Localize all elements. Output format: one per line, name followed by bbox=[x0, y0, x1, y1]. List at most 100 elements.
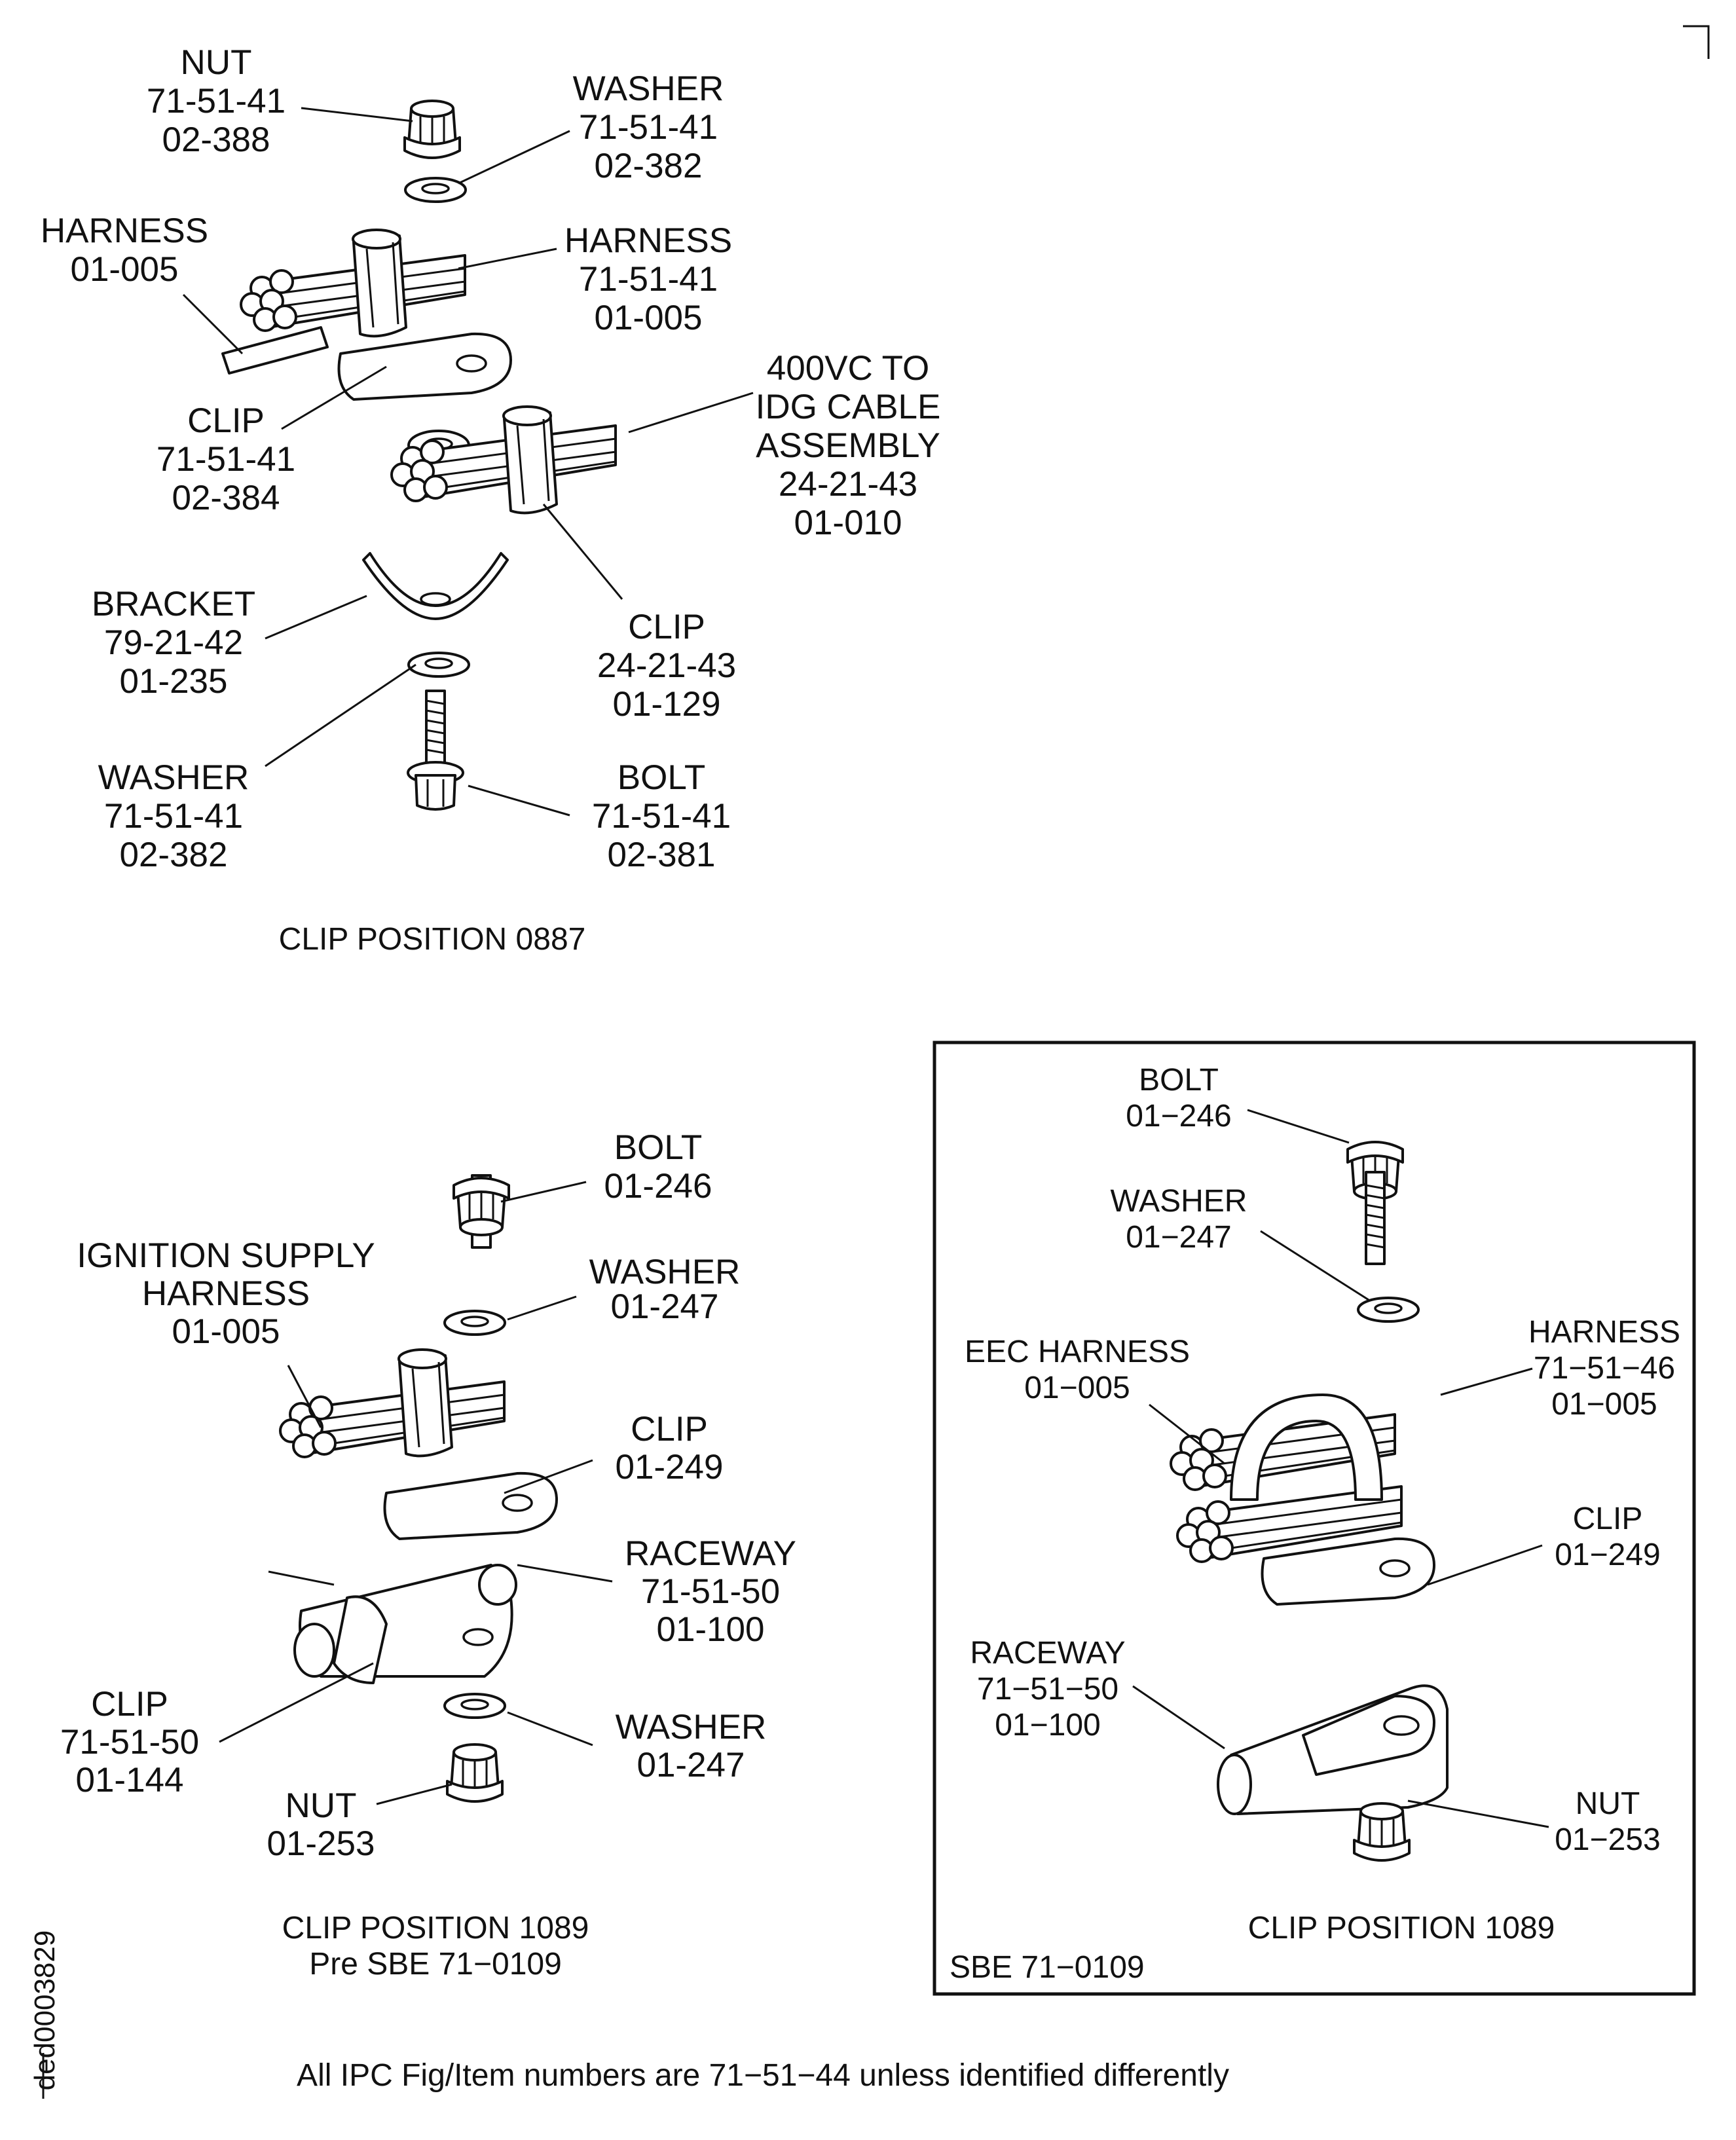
washer-part-box bbox=[1357, 1297, 1420, 1323]
leader-lines-middle bbox=[219, 1181, 613, 1805]
clip-left-label: CLIP bbox=[187, 401, 265, 440]
corner-mark-top-right bbox=[1683, 25, 1710, 59]
cable-assembly-clip bbox=[390, 405, 617, 515]
nut-item: 02-388 bbox=[162, 120, 270, 159]
raceway-box-ref: 71−51−50 bbox=[977, 1672, 1118, 1706]
clip-middle-1-label: CLIP bbox=[631, 1410, 708, 1448]
raceway-middle-item: 01-100 bbox=[656, 1610, 764, 1649]
harness-right-item: 01-005 bbox=[594, 299, 702, 337]
raceway-middle-label: RACEWAY bbox=[625, 1534, 796, 1573]
raceway-box-label: RACEWAY bbox=[970, 1636, 1125, 1670]
caption-0887: CLIP POSITION 0887 bbox=[279, 922, 586, 957]
nut-ref: 71-51-41 bbox=[147, 82, 286, 120]
bolt-label: BOLT bbox=[618, 758, 706, 797]
clip-right-label: CLIP bbox=[628, 608, 705, 646]
bolt-middle-item: 01-246 bbox=[604, 1167, 712, 1206]
bracket-item: 01-235 bbox=[119, 662, 227, 701]
bolt-box-item: 01−246 bbox=[1126, 1099, 1232, 1134]
leader-lines-top bbox=[182, 107, 754, 817]
washer-top-ref: 71-51-41 bbox=[579, 108, 718, 147]
bracket-ref: 79-21-42 bbox=[104, 623, 243, 662]
ignition-label-line2: HARNESS bbox=[142, 1274, 310, 1313]
harness-right-label: HARNESS bbox=[564, 221, 732, 260]
washer-bottom-item: 02-382 bbox=[119, 836, 227, 874]
sbe-tag: SBE 71−0109 bbox=[950, 1950, 1145, 1985]
bolt-middle-label: BOLT bbox=[614, 1128, 703, 1167]
harness-left-item: 01-005 bbox=[70, 250, 178, 289]
nut-middle-label: NUT bbox=[286, 1786, 357, 1825]
washer-part-bottom bbox=[407, 652, 470, 678]
clip-middle-1-item: 01-249 bbox=[615, 1448, 723, 1486]
harness-box-label: HARNESS bbox=[1528, 1315, 1680, 1350]
harness-stub-left bbox=[221, 326, 329, 375]
nut-part bbox=[403, 100, 461, 159]
bolt-ref: 71-51-41 bbox=[592, 797, 731, 836]
nut-part-box bbox=[1353, 1802, 1411, 1862]
eec-harness-clip-box bbox=[1170, 1393, 1435, 1606]
drawing-id: ded0003829 bbox=[29, 1930, 61, 2091]
clip-right-ref: 24-21-43 bbox=[597, 646, 736, 685]
caption-1089-box: CLIP POSITION 1089 bbox=[1248, 1911, 1555, 1946]
washer-bottom-label: WASHER bbox=[98, 758, 249, 797]
harness-right-ref: 71-51-41 bbox=[579, 260, 718, 299]
clip-middle-2-ref: 71-51-50 bbox=[60, 1723, 199, 1762]
washer-middle-2-label: WASHER bbox=[616, 1708, 767, 1746]
bolt-item: 02-381 bbox=[607, 836, 715, 874]
caption-1089-pre-line2: Pre SBE 71−0109 bbox=[309, 1947, 562, 1982]
bolt-box-label: BOLT bbox=[1139, 1063, 1219, 1098]
nut-box-label: NUT bbox=[1576, 1786, 1640, 1821]
washer-part-top bbox=[404, 177, 467, 203]
clip-left-ref: 71-51-41 bbox=[157, 440, 295, 479]
ignition-harness-clip bbox=[279, 1348, 558, 1540]
bolt-shank-box bbox=[1365, 1171, 1386, 1265]
nut-label: NUT bbox=[181, 43, 252, 82]
nut-box-item: 01−253 bbox=[1555, 1822, 1661, 1857]
washer-middle-1-item: 01-247 bbox=[610, 1287, 718, 1326]
washer-part-middle-2 bbox=[443, 1693, 506, 1719]
washer-middle-1-label: WASHER bbox=[589, 1253, 741, 1291]
clip-box-item: 01−249 bbox=[1555, 1538, 1661, 1572]
washer-part-middle-1 bbox=[443, 1310, 506, 1336]
cable-assembly-line3: ASSEMBLY bbox=[756, 426, 940, 465]
caption-1089-pre-line1: CLIP POSITION 1089 bbox=[282, 1911, 589, 1946]
washer-top-item: 02-382 bbox=[594, 147, 702, 185]
raceway-box-item: 01−100 bbox=[995, 1708, 1101, 1743]
raceway-stub-line bbox=[268, 1570, 335, 1586]
footer-note: All IPC Fig/Item numbers are 71−51−44 un… bbox=[297, 2058, 1229, 2093]
clip-box-label: CLIP bbox=[1573, 1502, 1643, 1536]
cable-assembly-line1: 400VC TO bbox=[767, 349, 929, 388]
nut-middle-item: 01-253 bbox=[267, 1824, 375, 1863]
clip-right-item: 01-129 bbox=[612, 685, 720, 724]
bracket-part bbox=[362, 552, 509, 620]
harness-box-item: 01−005 bbox=[1551, 1387, 1657, 1422]
bracket-label: BRACKET bbox=[92, 585, 255, 623]
eec-harness-box-item: 01−005 bbox=[1024, 1371, 1130, 1405]
sbe-71-0109-box-group: BOLT 01−246 WASHER 01−247 EEC HARNESS 01… bbox=[933, 1041, 1696, 1996]
bolt-head-middle bbox=[452, 1177, 510, 1236]
washer-box-label: WASHER bbox=[1111, 1184, 1247, 1219]
washer-middle-2-item: 01-247 bbox=[637, 1746, 745, 1784]
cable-assembly-ref: 24-21-43 bbox=[779, 465, 917, 504]
harness-left-label: HARNESS bbox=[41, 212, 208, 250]
clip-middle-2-label: CLIP bbox=[91, 1685, 168, 1724]
raceway-assembly-middle bbox=[293, 1564, 517, 1684]
washer-bottom-ref: 71-51-41 bbox=[104, 797, 243, 836]
washer-box-item: 01−247 bbox=[1126, 1220, 1232, 1255]
clip-middle-2-item: 01-144 bbox=[75, 1761, 183, 1799]
clip-position-1089-pre-sbe-group: BOLT 01-246 WASHER 01-247 IGNITION SUPPL… bbox=[60, 1128, 796, 1982]
eec-harness-box-label: EEC HARNESS bbox=[965, 1335, 1190, 1369]
raceway-middle-ref: 71-51-50 bbox=[641, 1572, 780, 1611]
clip-left-item: 02-384 bbox=[172, 479, 280, 517]
harness-box-ref: 71−51−46 bbox=[1534, 1351, 1675, 1386]
raceway-assembly-box bbox=[1217, 1684, 1449, 1815]
leader-lines-box bbox=[1132, 1109, 1549, 1828]
cable-assembly-line2: IDG CABLE bbox=[756, 388, 941, 426]
ignition-item: 01-005 bbox=[172, 1312, 280, 1351]
clip-position-0887-group: NUT 71-51-41 02-388 WASHER 71-51-41 02-3… bbox=[41, 43, 941, 957]
bolt-part bbox=[407, 690, 464, 811]
nut-part-middle bbox=[446, 1743, 504, 1803]
sbe-box-frame bbox=[933, 1041, 1696, 1996]
cable-assembly-item: 01-010 bbox=[794, 504, 902, 542]
washer-top-label: WASHER bbox=[573, 69, 724, 108]
